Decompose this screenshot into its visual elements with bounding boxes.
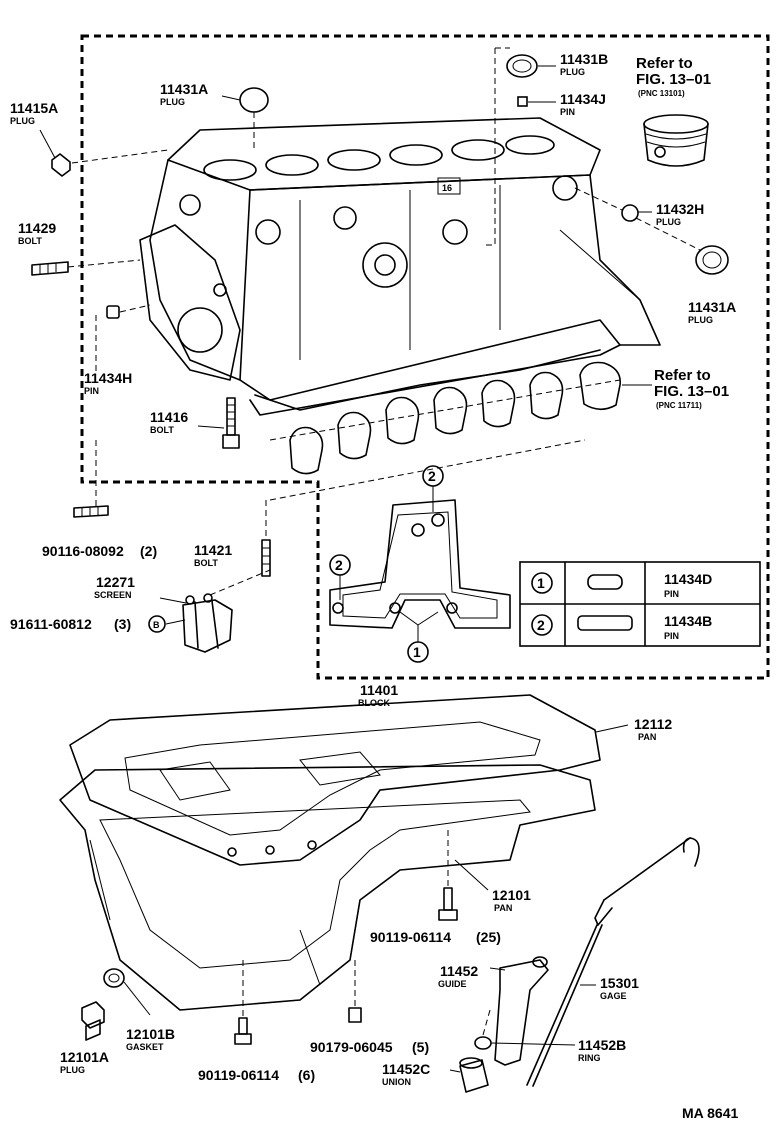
ref-bearing-pnc: (PNC 11711) (656, 401, 702, 410)
label-11452b-name: RING (578, 1053, 601, 1063)
label-90119-6-number: 90119-06114 (198, 1067, 279, 1083)
label-11434j-number: 11434J (560, 91, 606, 107)
label-90179-qty: (5) (412, 1039, 429, 1055)
ref-bearing-line1: Refer to (654, 367, 711, 384)
label-11415a-number: 11415A (10, 100, 58, 116)
bolt-11416-drawing (222, 397, 240, 449)
label-11434j-name: PIN (560, 107, 575, 117)
label-11432h-name: PLUG (656, 217, 681, 227)
label-15301-number: 15301 (600, 975, 639, 991)
union-11452c-drawing (459, 1057, 489, 1093)
label-90179-number: 90179-06045 (310, 1039, 393, 1055)
label-11421-number: 11421 (194, 542, 232, 558)
cylinder-block-drawing (139, 117, 661, 416)
label-11429-name: BOLT (18, 236, 42, 246)
label-12101-name: PAN (494, 903, 512, 913)
piston-drawing (643, 114, 709, 167)
callout-b-circle (148, 615, 166, 633)
bolt-90119-25-drawing (438, 887, 458, 921)
label-11431b-name: PLUG (560, 67, 585, 77)
plug-11431a-right-drawing (695, 245, 729, 275)
pin-legend-key-2: 2 (537, 617, 545, 633)
label-11434h-name: PIN (84, 386, 99, 396)
main-bearings-drawing (269, 361, 621, 501)
label-11416-name: BOLT (150, 425, 174, 435)
pin-legend-key-1: 1 (537, 575, 545, 591)
plug-11415a-drawing (51, 153, 71, 177)
pin-legend-number-2: 11434B (664, 613, 712, 629)
plug-11431b-drawing (506, 54, 538, 78)
label-11431a-top-number: 11431A (160, 81, 208, 97)
label-11429-number: 11429 (18, 220, 56, 236)
plug-12101a-drawing (81, 1001, 105, 1041)
oil-pan-12101-drawing (59, 764, 596, 1011)
pin-legend-number-1: 11434D (664, 571, 712, 587)
label-12101a-name: PLUG (60, 1065, 85, 1075)
label-11401-number: 11401 (360, 682, 398, 698)
ref-bearing-line2: FIG. 13–01 (654, 383, 729, 400)
label-11452c-number: 11452C (382, 1061, 430, 1077)
label-12101b-number: 12101B (126, 1026, 175, 1042)
label-12101-number: 12101 (492, 887, 531, 903)
diagram-code: MA 8641 (682, 1105, 739, 1121)
label-12112-number: 12112 (634, 716, 672, 732)
ref-piston-pnc: (PNC 13101) (638, 89, 685, 98)
dipstick-guide-11452-drawing (494, 956, 549, 1066)
bearing-cap-plate-drawing (329, 499, 511, 629)
label-91611-qty: (3) (114, 616, 131, 632)
ring-11452b-drawing (474, 1036, 492, 1050)
marker-2-top-label: 2 (428, 468, 436, 484)
marker-1-bottom-label: 1 (413, 644, 421, 660)
pin-11434h-drawing (106, 305, 120, 319)
label-11452-number: 11452 (440, 963, 478, 979)
pin-11434j-drawing (517, 96, 528, 107)
block-assembly-border (80, 34, 770, 680)
label-11416-number: 11416 (150, 409, 188, 425)
plug-11431a-top-drawing (239, 87, 269, 113)
bolt-90179-drawing (348, 1007, 362, 1023)
baffle-plate-12112-drawing (69, 694, 601, 866)
label-90116-number: 90116-08092 (42, 543, 124, 559)
label-11434h-number: 11434H (84, 370, 132, 386)
label-12101b-name: GASKET (126, 1042, 164, 1052)
label-90116-qty: (2) (140, 543, 157, 559)
label-15301-name: GAGE (600, 991, 627, 1001)
plug-11432h-drawing (621, 204, 639, 222)
label-11431a-right-number: 11431A (688, 299, 736, 315)
label-90119-25-qty: (25) (476, 929, 501, 945)
label-12101a-number: 12101A (60, 1049, 109, 1065)
gasket-12101b-drawing (103, 968, 125, 988)
label-11452b-number: 11452B (578, 1037, 626, 1053)
label-11431a-top-name: PLUG (160, 97, 185, 107)
block-casting-mark: 16 (442, 183, 452, 193)
label-11431a-right-name: PLUG (688, 315, 713, 325)
oil-screen-12271-drawing (182, 593, 233, 653)
label-90119-6-qty: (6) (298, 1067, 315, 1083)
label-12271-name: SCREEN (94, 590, 132, 600)
label-11421-name: BOLT (194, 558, 218, 568)
ref-piston-line1: Refer to (636, 55, 693, 72)
pin-legend-name-2: PIN (664, 631, 679, 641)
label-11431b-number: 11431B (560, 51, 608, 67)
label-91611-number: 91611-60812 (10, 616, 92, 632)
stud-90116-drawing (73, 505, 109, 518)
label-12112-name: PAN (638, 732, 656, 742)
marker-2-left-label: 2 (335, 557, 343, 573)
label-11415a-name: PLUG (10, 116, 35, 126)
label-11401-name: BLOCK (358, 698, 390, 708)
ref-piston-line2: FIG. 13–01 (636, 71, 711, 88)
label-12271-number: 12271 (96, 574, 135, 590)
label-11452c-name: UNION (382, 1077, 411, 1087)
pin-legend-table (519, 561, 761, 647)
bolt-90119-6-drawing (234, 1017, 252, 1045)
label-11452-name: GUIDE (438, 979, 467, 989)
pin-legend-name-1: PIN (664, 589, 679, 599)
dipstick-gage-15301-drawing (526, 837, 700, 1087)
label-90119-25-number: 90119-06114 (370, 929, 451, 945)
label-11432h-number: 11432H (656, 201, 704, 217)
callout-b-letter: B (153, 620, 160, 630)
bolt-11429-drawing (31, 261, 69, 276)
